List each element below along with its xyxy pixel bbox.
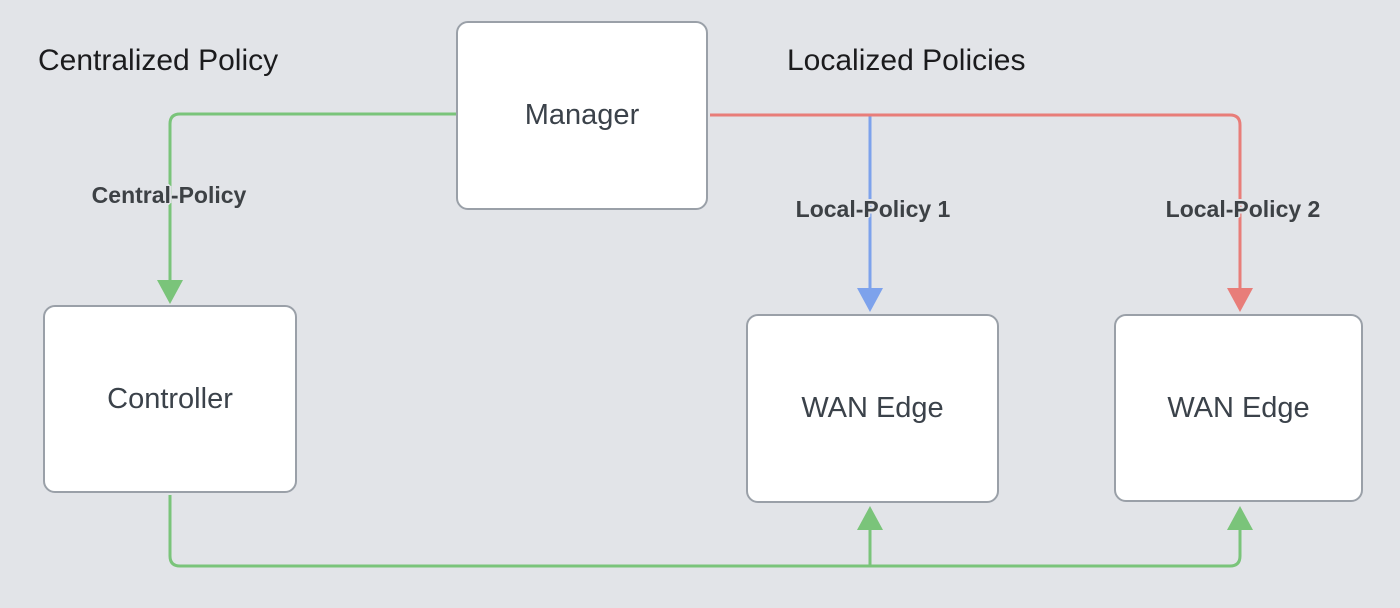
local-policy-1-arrowhead-icon: [857, 288, 883, 312]
edge-label-local-policy-1: Local-Policy 1: [795, 196, 951, 222]
controller-to-wan2-arrowhead-icon: [1227, 506, 1253, 530]
edge-label-central-policy: Central-Policy: [91, 182, 247, 208]
central-policy-arrowhead-icon: [157, 280, 183, 304]
edge-local-policy-1: [857, 116, 883, 312]
central-policy-line: [168, 112, 456, 281]
edge-controller-to-wan-edges: [168, 495, 1253, 568]
heading-centralized-policy: Centralized Policy: [38, 44, 279, 77]
node-wan-edge-1: WAN Edge: [746, 314, 999, 503]
node-controller-label: Controller: [107, 382, 233, 415]
node-wan-edge-2: WAN Edge: [1114, 314, 1363, 502]
heading-localized-policies: Localized Policies: [787, 44, 1026, 77]
node-controller: Controller: [43, 305, 297, 493]
local-policy-2-arrowhead-icon: [1227, 288, 1253, 312]
edge-central-policy: [157, 112, 456, 304]
node-manager: Manager: [456, 21, 708, 210]
node-wan-edge-1-label: WAN Edge: [801, 392, 944, 424]
controller-to-wan-trunk-line: [168, 495, 1242, 568]
edge-local-policy-2: [710, 113, 1253, 312]
node-wan-edge-2-label: WAN Edge: [1167, 391, 1310, 424]
node-manager-label: Manager: [524, 99, 640, 131]
edge-label-local-policy-2: Local-Policy 2: [1165, 196, 1321, 222]
local-policy-2-line: [710, 113, 1242, 289]
controller-to-wan1-arrowhead-icon: [857, 506, 883, 530]
